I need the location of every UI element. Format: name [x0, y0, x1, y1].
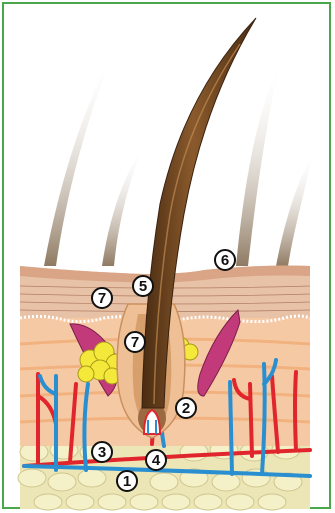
svg-text:4: 4: [152, 452, 161, 469]
svg-text:1: 1: [123, 473, 131, 490]
label-2: 2: [176, 398, 196, 418]
skin-hair-diagram: 1 2 3 4 5 6 7 7: [4, 4, 333, 511]
label-6: 6: [215, 250, 235, 270]
diagram-frame: 1 2 3 4 5 6 7 7: [2, 2, 331, 509]
label-7-upper: 7: [92, 288, 112, 308]
svg-text:5: 5: [139, 278, 147, 295]
svg-text:7: 7: [98, 290, 106, 307]
label-7-lower: 7: [125, 332, 145, 352]
svg-text:2: 2: [182, 400, 190, 417]
label-5: 5: [133, 276, 153, 296]
label-1: 1: [117, 471, 137, 491]
svg-text:6: 6: [221, 252, 229, 269]
label-3: 3: [92, 442, 112, 462]
label-4: 4: [146, 450, 166, 470]
svg-text:7: 7: [131, 334, 139, 351]
svg-text:3: 3: [98, 444, 106, 461]
